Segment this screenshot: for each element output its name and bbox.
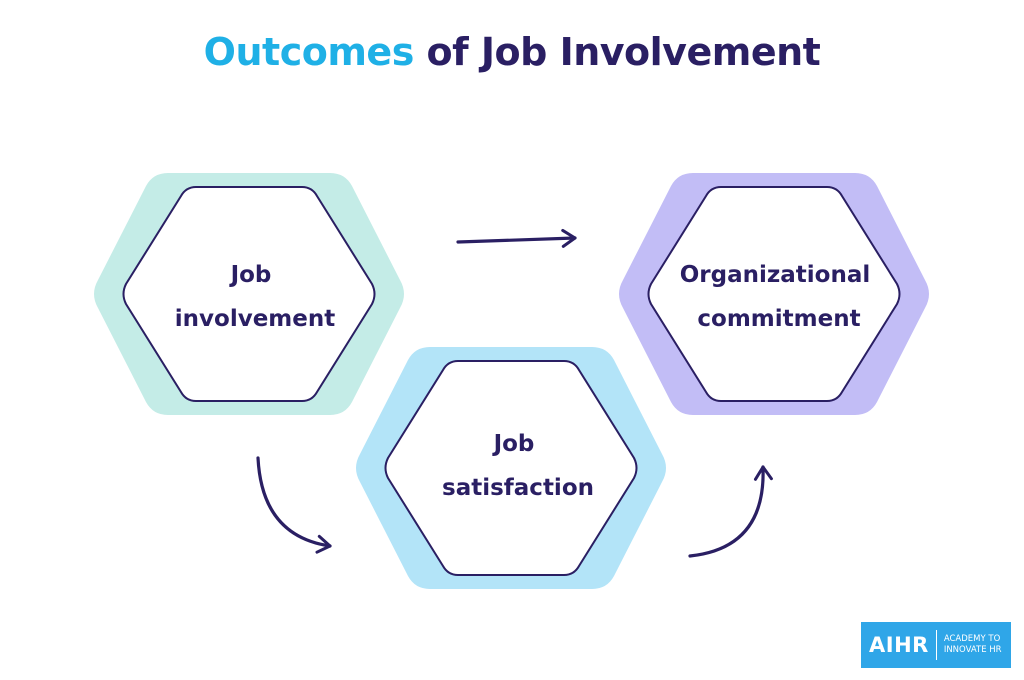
node-label-line: satisfaction [442,475,594,501]
logo-tagline: ACADEMY TO INNOVATE HR [944,634,1002,656]
node-job-satisfaction: Job satisfaction [356,347,666,589]
node-label-line: commitment [697,306,860,332]
svg-text:Job satisfaction: Job satisfaction [442,431,594,501]
node-label-line: Job [492,431,535,457]
page-title: Outcomes of Job Involvement [0,30,1024,74]
title-rest: of Job Involvement [413,30,821,74]
arrow-involvement-to-commitment [456,228,577,248]
node-label-line: Job [229,262,272,288]
logo-tagline-line: INNOVATE HR [943,645,1002,655]
aihr-logo: AIHR ACADEMY TO INNOVATE HR [861,622,1011,668]
node-job-involvement: Job involvement [94,173,404,415]
node-outline [384,360,638,576]
node-outline [647,186,901,402]
node-organizational-commitment: Organizational commitment [619,173,929,415]
node-outline [122,186,376,402]
svg-text:Job involvement: Job involvement [175,262,335,332]
logo-brand: AIHR [869,633,929,657]
node-label-line: involvement [175,306,335,332]
title-accent: Outcomes [203,30,415,74]
logo-divider [935,630,937,660]
logo-tagline-line: ACADEMY TO [943,634,1001,644]
arrow-satisfaction-to-commitment [688,465,773,558]
svg-text:Organizational commitm: Organizational commitment [680,262,879,332]
node-label-line: Organizational [680,262,871,288]
arrow-involvement-to-satisfaction [256,456,332,554]
